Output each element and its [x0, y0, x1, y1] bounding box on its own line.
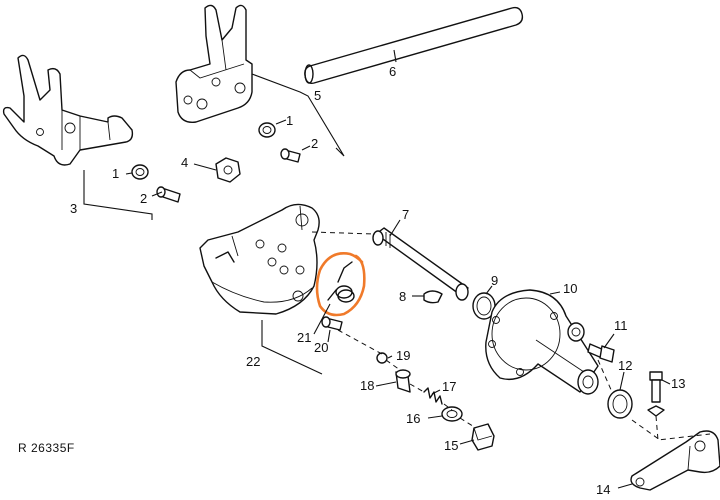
callout-16: 16 [406, 411, 420, 426]
callout-20: 20 [314, 340, 328, 355]
callout-21: 21 [297, 330, 311, 345]
part-4-nut [215, 157, 241, 183]
callout-2-upper: 2 [311, 136, 318, 151]
part-14-lever-arm [630, 430, 720, 491]
part-3-shift-fork [2, 54, 134, 166]
reference-code: R 26335F [18, 441, 75, 455]
part-12-seal [607, 389, 633, 419]
callout-2-left: 2 [140, 191, 147, 206]
callout-15: 15 [444, 438, 458, 453]
callout-19: 19 [396, 348, 410, 363]
part-7-shaft [372, 227, 469, 301]
orange-highlight-circle [315, 252, 366, 317]
part-21-torsion-spring [327, 261, 355, 303]
part-5-shift-fork [175, 4, 253, 123]
callout-13: 13 [671, 376, 685, 391]
callout-3: 3 [70, 201, 77, 216]
callout-22: 22 [246, 354, 260, 369]
part-1-bushing-upper [258, 122, 276, 138]
part-2-pin-upper [280, 148, 301, 163]
assembly-lines [311, 231, 711, 441]
part-9-o-ring [472, 292, 496, 320]
part-1-bushing-left [131, 164, 149, 180]
callout-9: 9 [491, 273, 498, 288]
part-2-pin-left [156, 186, 181, 203]
callout-7: 7 [402, 207, 409, 222]
part-20-pin [321, 316, 343, 331]
part-18-plunger [395, 369, 411, 393]
callout-14: 14 [596, 482, 610, 497]
callout-12: 12 [618, 358, 632, 373]
part-11-bolt [567, 322, 615, 363]
part-16-washer [441, 406, 463, 422]
leader-lines [83, 49, 671, 489]
part-8-key [423, 290, 443, 304]
part-10-housing [485, 289, 599, 395]
part-6-rod [304, 6, 524, 85]
callout-17: 17 [442, 379, 456, 394]
callout-4: 4 [181, 155, 188, 170]
part-13-cap-screw [647, 371, 665, 417]
callout-11: 11 [614, 318, 628, 333]
callout-1-left: 1 [112, 166, 119, 181]
callout-6: 6 [389, 64, 396, 79]
callout-1-upper: 1 [286, 113, 293, 128]
part-19-ball [376, 352, 388, 364]
part-17-spring [423, 387, 443, 405]
callout-18: 18 [360, 378, 374, 393]
part-22-housing-cover [199, 203, 320, 315]
callout-5: 5 [314, 88, 321, 103]
callout-10: 10 [563, 281, 577, 296]
callout-8: 8 [399, 289, 406, 304]
callout-labels: 1 1 2 2 3 4 5 6 7 8 9 10 11 12 13 14 15 … [70, 64, 685, 497]
